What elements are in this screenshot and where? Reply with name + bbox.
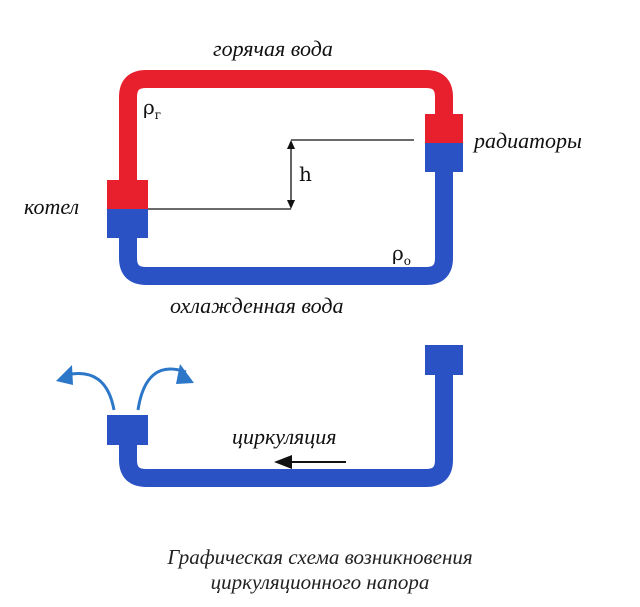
curved-arrow-left-head	[56, 365, 73, 385]
radiator-hot-half	[425, 114, 463, 143]
rho-cold-base: ρ	[392, 241, 404, 265]
rho-cold-symbol: ρо	[392, 241, 411, 268]
circulation-pipe	[119, 360, 453, 487]
cooled-water-label: охлажденная вода	[170, 293, 344, 318]
radiator-outlet-block	[425, 345, 463, 375]
curved-arrow-icon	[65, 372, 116, 411]
rho-hot-sub: г	[154, 108, 162, 122]
curved-arrow-icon	[136, 367, 187, 411]
rho-hot-symbol: ρг	[143, 95, 161, 122]
hot-supply-pipe	[119, 70, 453, 182]
boiler-cold-half	[107, 209, 148, 238]
circulation-label: циркуляция	[232, 424, 337, 449]
boiler-inlet-block	[107, 415, 148, 445]
boiler-hot-half	[107, 180, 148, 209]
boiler-label: котел	[24, 194, 80, 219]
rho-hot-base: ρ	[143, 95, 155, 119]
caption-line-1: Графическая схема возникновения	[167, 545, 473, 569]
cold-return-pipe	[119, 157, 453, 285]
radiators-label: радиаторы	[474, 128, 582, 153]
left-arrow-icon	[274, 455, 292, 469]
height-symbol: h	[299, 162, 312, 186]
curved-arrow-right-head	[176, 364, 194, 384]
radiator-cold-half	[425, 143, 463, 172]
height-arrow-top	[287, 140, 295, 149]
rho-cold-sub: о	[403, 254, 411, 268]
hot-water-label: горячая вода	[213, 36, 333, 61]
caption-line-2: циркуляционного напора	[210, 570, 430, 594]
height-arrow-bottom	[287, 200, 295, 209]
